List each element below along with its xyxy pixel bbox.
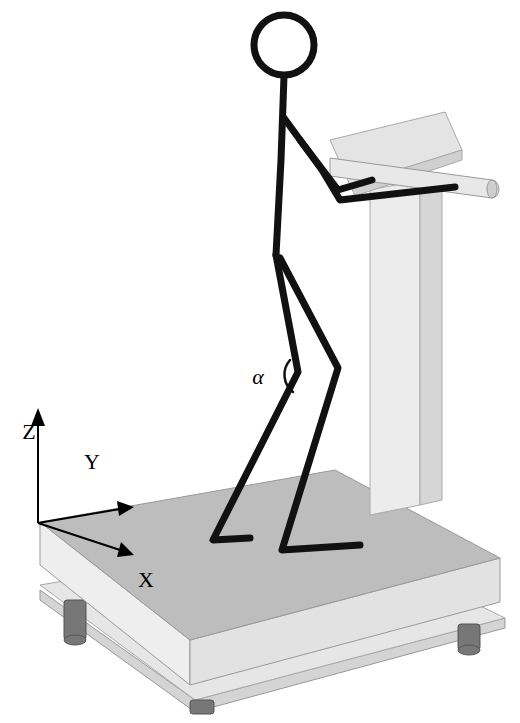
axis-label: Z	[22, 421, 35, 443]
handle-column	[330, 112, 499, 515]
coordinate-axes	[31, 408, 134, 557]
axis-label: X	[138, 569, 154, 591]
axis-label: Y	[84, 451, 100, 473]
angle-label: α	[252, 366, 264, 388]
stick-figure	[213, 15, 455, 550]
